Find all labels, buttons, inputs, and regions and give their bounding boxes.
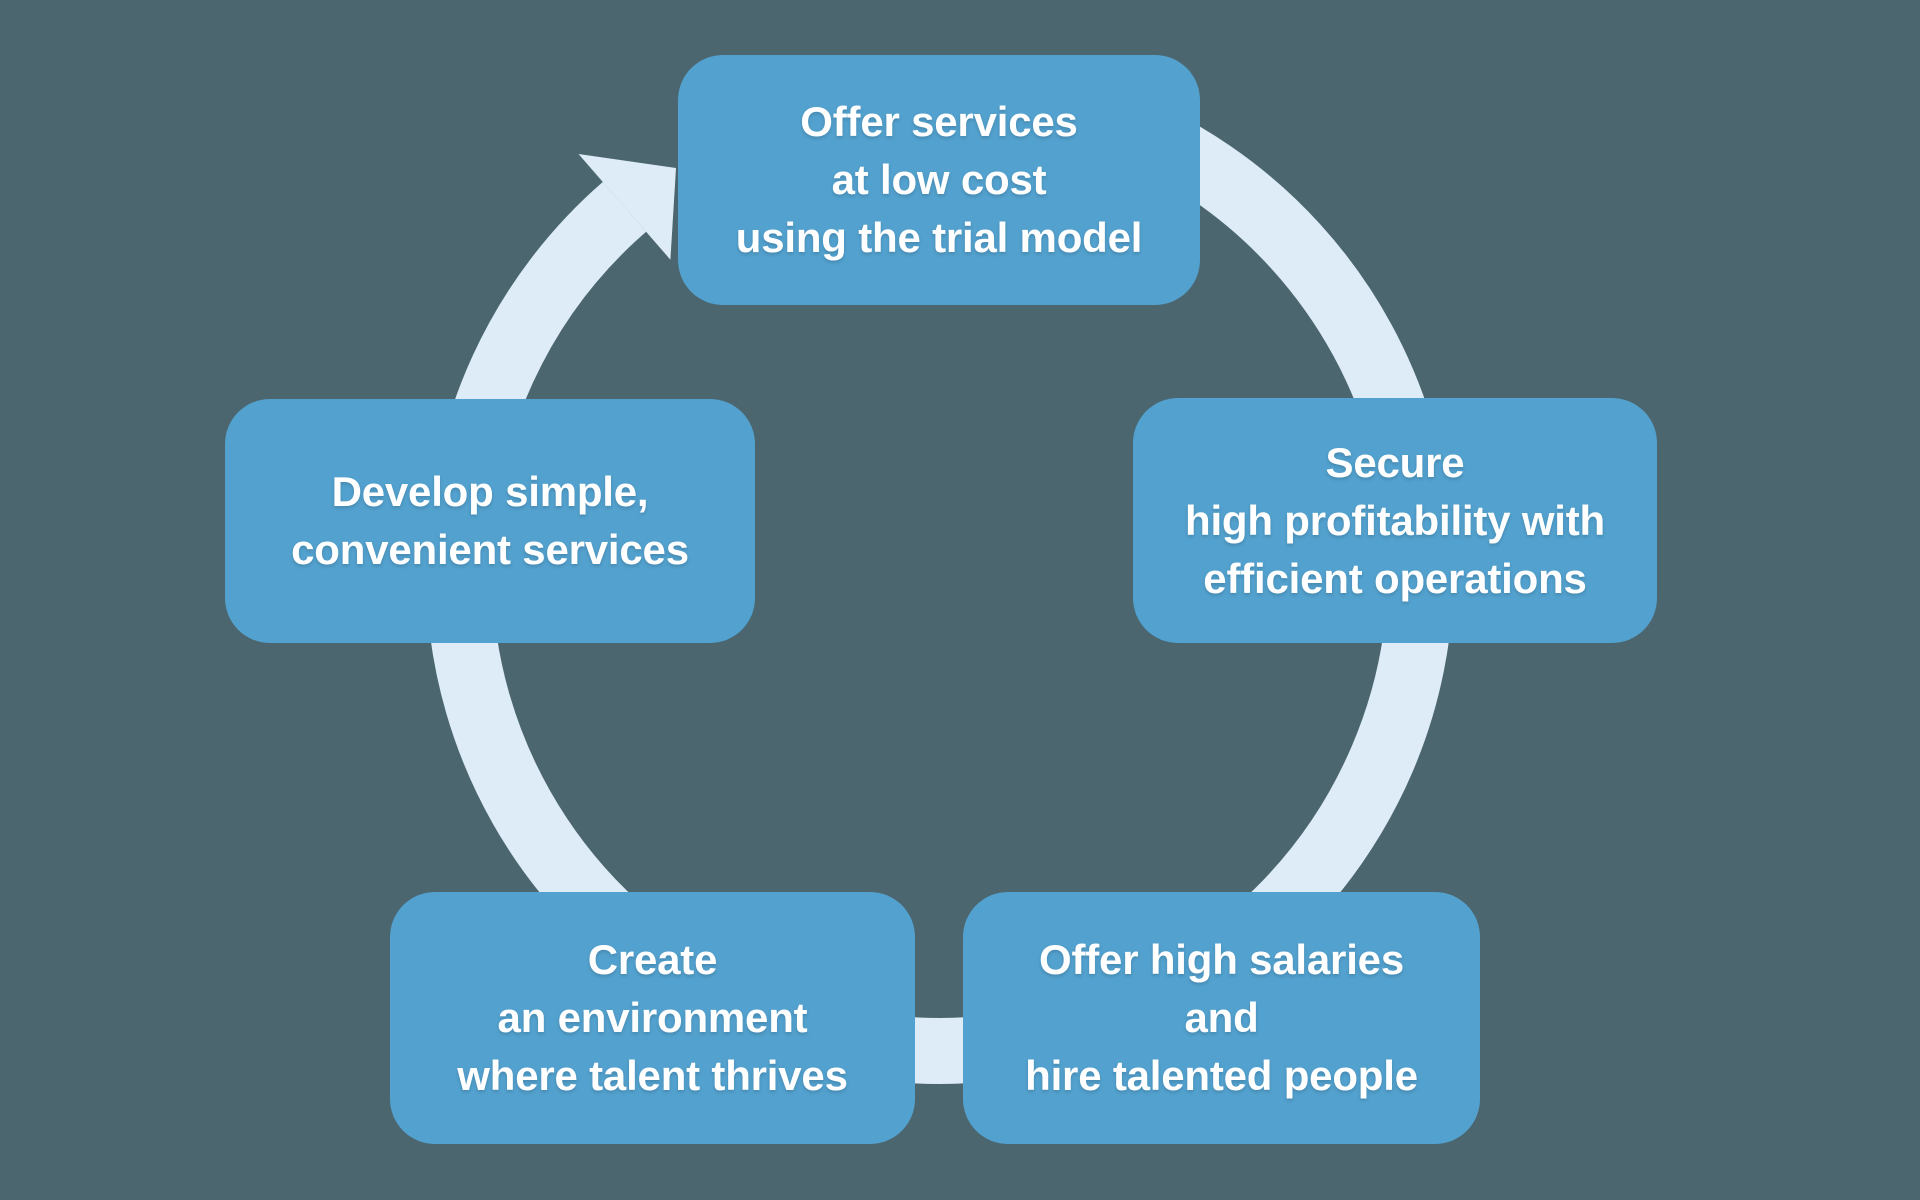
cycle-step-secure-profitability: Secure high profitability with efficient… bbox=[1133, 398, 1657, 643]
step-text-line: at low cost bbox=[831, 156, 1047, 203]
cycle-step-high-salaries-hire-talent: Offer high salaries and hire talented pe… bbox=[963, 892, 1480, 1144]
arrow-head-icon bbox=[578, 154, 676, 260]
step-text-line: using the trial model bbox=[735, 214, 1143, 261]
step-text-line: efficient operations bbox=[1203, 554, 1587, 602]
step-text-line: Develop simple, bbox=[331, 468, 649, 515]
step-text-line: an environment bbox=[497, 994, 808, 1041]
step-text-line: where talent thrives bbox=[457, 1052, 848, 1099]
cycle-step-develop-simple-services: Develop simple, convenient services bbox=[225, 399, 755, 643]
cycle-step-environment-talent-thrives: Create an environment where talent thriv… bbox=[390, 892, 915, 1144]
cycle-step-offer-services-low-cost: Offer services at low cost using the tri… bbox=[678, 55, 1200, 305]
step-text-line: convenient services bbox=[291, 526, 689, 573]
step-text-line: Offer high salaries bbox=[1039, 936, 1404, 983]
step-text-line: hire talented people bbox=[1025, 1052, 1418, 1099]
step-text-line: and bbox=[1184, 994, 1259, 1041]
step-text-line: Secure bbox=[1325, 438, 1465, 486]
step-text-line: Offer services bbox=[800, 98, 1078, 145]
step-text-line: Create bbox=[587, 936, 718, 983]
step-text-line: high profitability with bbox=[1184, 496, 1605, 544]
